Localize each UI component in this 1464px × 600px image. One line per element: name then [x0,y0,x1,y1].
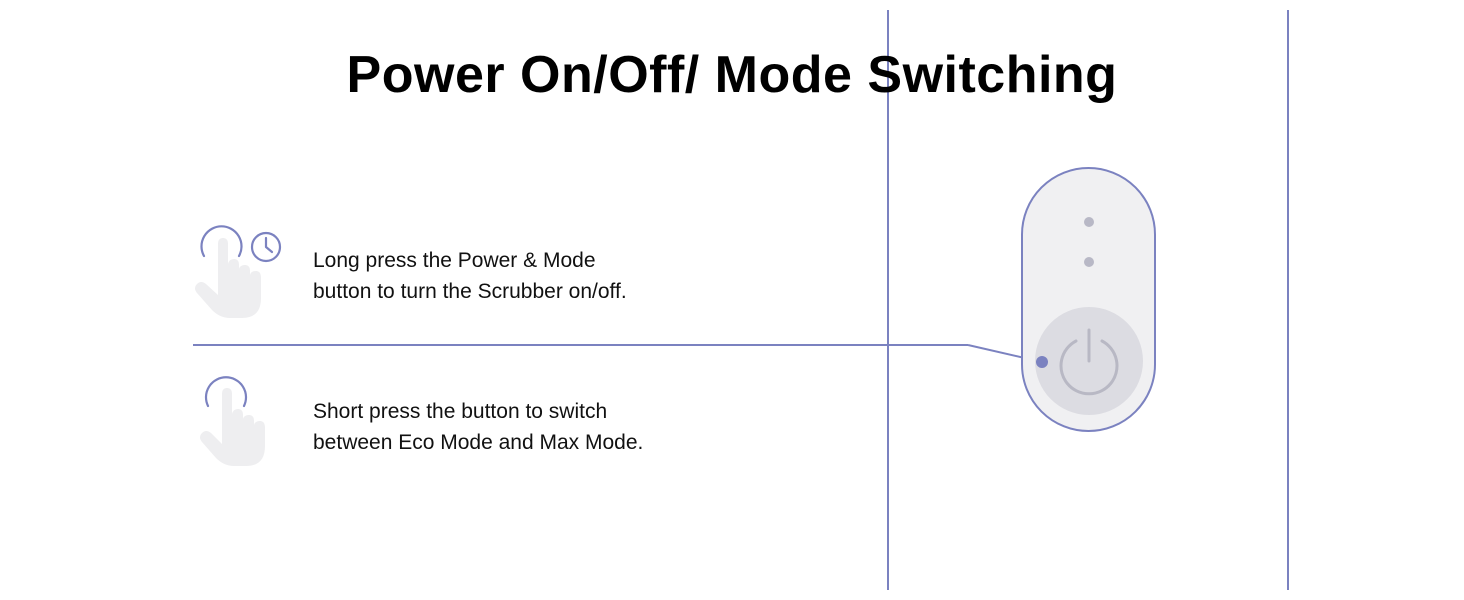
instruction-line: Long press the Power & Mode [313,249,596,272]
instruction-line: Short press the button to switch [313,400,608,423]
short-press-hand-icon [200,376,265,466]
vertical-guide-line-left [887,10,889,590]
indicator-dot-bottom [1084,257,1094,267]
power-mode-button[interactable] [1035,307,1143,415]
vertical-guide-line-right [1287,10,1289,590]
indicator-dot-top [1084,217,1094,227]
long-press-instruction: Long press the Power & Mode button to tu… [313,245,833,307]
callout-pointer-line [967,344,1043,363]
scrubber-device-body [1021,167,1156,432]
short-press-instruction: Short press the button to switch between… [313,396,833,458]
power-icon [1059,328,1119,396]
instruction-line: between Eco Mode and Max Mode. [313,431,644,454]
long-press-hand-with-clock-icon [195,225,282,318]
callout-endpoint-dot [1036,356,1048,368]
page-title: Power On/Off/ Mode Switching [346,46,1118,104]
instruction-line: button to turn the Scrubber on/off. [313,280,627,303]
